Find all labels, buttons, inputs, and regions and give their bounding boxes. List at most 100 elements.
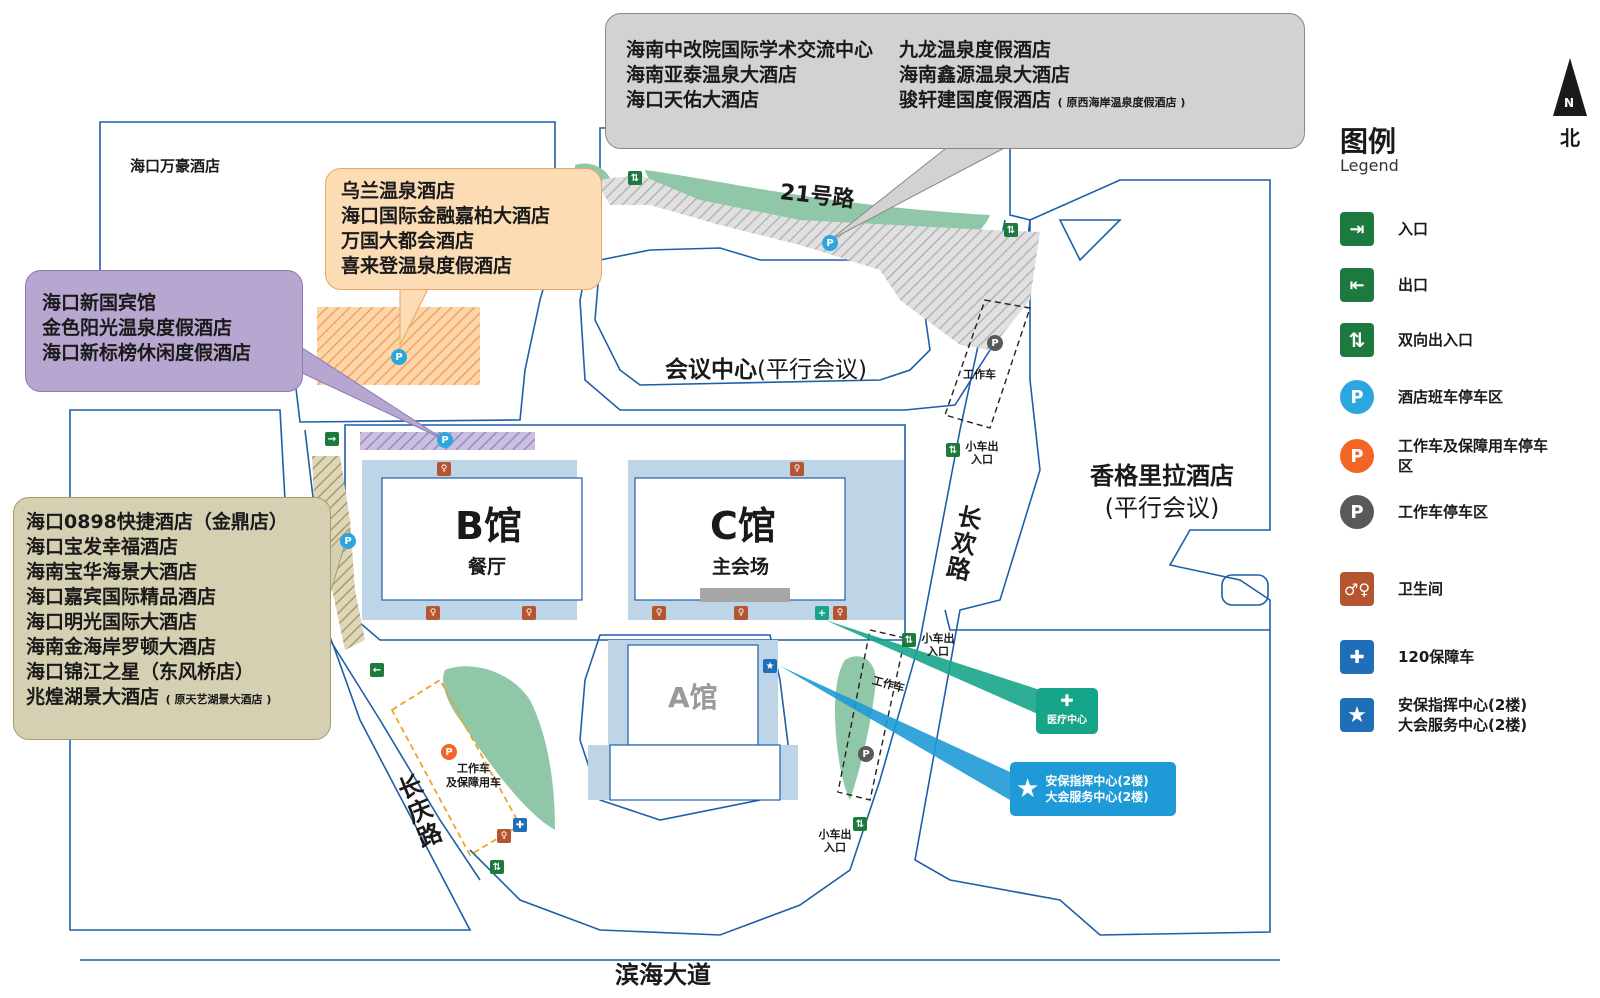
work-car-zones bbox=[837, 299, 1031, 801]
legend-label-line1: 安保指挥中心(2楼) bbox=[1398, 696, 1528, 714]
shuttle-parking-pin-north[interactable]: P bbox=[822, 235, 838, 251]
work-support-line1: 工作车 bbox=[457, 762, 490, 775]
hotel-name: 喜来登温泉度假酒店 bbox=[341, 255, 513, 277]
two-way-icon: ⇅ bbox=[946, 443, 960, 457]
block-outlines bbox=[69, 121, 1280, 961]
legend-item-exit: ⇤ 出口 bbox=[1340, 268, 1428, 302]
pin-glyph: P bbox=[445, 746, 453, 758]
north-arrow-icon bbox=[1553, 58, 1587, 116]
legend-glyph: P bbox=[1350, 501, 1364, 523]
hotel-name-with-note: 骏轩建国度假酒店 ( 原西海岸温泉度假酒店 ) bbox=[899, 88, 1185, 115]
hotel-name: 海口新标榜休闲度假酒店 bbox=[42, 342, 252, 364]
work-car-north-label: 工作车 bbox=[963, 368, 996, 381]
restroom-icon: ♀ bbox=[426, 606, 440, 620]
entrance-icon: → bbox=[325, 432, 339, 446]
small-car-entry-2-text: 小车出入口 bbox=[921, 632, 955, 658]
pin-glyph: P bbox=[344, 535, 352, 547]
work-parking-icon: P bbox=[1340, 495, 1374, 529]
ambulance-icon: ✚ bbox=[1340, 640, 1374, 674]
security-center-label: 安保指挥中心(2楼) bbox=[1045, 774, 1149, 788]
hotel-name: 兆煌湖景大酒店 bbox=[26, 686, 160, 708]
work-support-line2: 及保障用车 bbox=[446, 776, 501, 789]
legend-label: 酒店班车停车区 bbox=[1398, 388, 1504, 406]
pin-glyph: P bbox=[991, 337, 999, 349]
hotel-name: 海口0898快捷酒店（金鼎店） bbox=[26, 511, 288, 533]
hotel-name: 万国大都会酒店 bbox=[341, 230, 475, 252]
medical-center-box[interactable]: ✚ 医疗中心 bbox=[1036, 688, 1098, 734]
orange-hotel-callout: 乌兰温泉酒店 海口国际金融嘉柏大酒店 万国大都会酒店 喜来登温泉度假酒店 bbox=[325, 168, 602, 290]
restroom-icon: ♀ bbox=[652, 606, 666, 620]
halls bbox=[362, 460, 904, 801]
hotel-name: 海口嘉宾国际精品酒店 bbox=[26, 586, 217, 608]
shangrila-label: 香格里拉酒店 (平行会议) bbox=[1090, 460, 1234, 524]
work-parking-pin-east[interactable]: P bbox=[858, 746, 874, 762]
work-parking-pin-north[interactable]: P bbox=[987, 335, 1003, 351]
legend-title: 图例 bbox=[1340, 125, 1397, 158]
restroom-icon: ♀ bbox=[790, 462, 804, 476]
north-arrow-label: 北 bbox=[1560, 126, 1580, 150]
pin-glyph: P bbox=[826, 237, 834, 249]
legend-label: 出口 bbox=[1398, 276, 1429, 294]
star-icon: ★ bbox=[1016, 774, 1040, 804]
hotel-name: 海口新国宾馆 bbox=[42, 292, 157, 314]
hotel-name: 九龙温泉度假酒店 bbox=[899, 39, 1052, 61]
legend-item-security: ★ 安保指挥中心(2楼) 大会服务中心(2楼) bbox=[1340, 695, 1527, 735]
shuttle-parking-pin-orange[interactable]: P bbox=[391, 349, 407, 365]
legend-glyph: P bbox=[1350, 386, 1364, 408]
small-car-entry-2: 小车出入口 bbox=[918, 632, 958, 658]
hotel-name: 骏轩建国度假酒店 bbox=[899, 89, 1052, 111]
shuttle-parking-pin-khaki[interactable]: P bbox=[340, 533, 356, 549]
star-icon: ★ bbox=[763, 659, 777, 673]
hall-c-label: C馆 bbox=[710, 504, 776, 548]
legend-glyph: P bbox=[1350, 445, 1364, 467]
small-car-entry-1-text: 小车出入口 bbox=[965, 440, 999, 466]
hall-b-label: B馆 bbox=[455, 504, 522, 548]
hotel-shuttle-parking-icon: P bbox=[1340, 380, 1374, 414]
service-center-label: 大会服务中心(2楼) bbox=[1045, 790, 1149, 804]
two-way-icon: ⇅ bbox=[628, 171, 642, 185]
conference-center-label: 会议中心(平行会议) bbox=[665, 350, 867, 384]
legend-label: 120保障车 bbox=[1398, 648, 1475, 666]
legend-label-line2: 大会服务中心(2楼) bbox=[1398, 716, 1528, 734]
hotel-name: 海口国际金融嘉柏大酒店 bbox=[341, 205, 551, 227]
north-arrow: N 北 bbox=[1552, 58, 1588, 150]
legend-item-entrance: ⇥ 入口 bbox=[1340, 212, 1428, 246]
hotel-name: 海南中改院国际学术交流中心 bbox=[626, 39, 874, 61]
small-car-entry-3: 小车出入口 bbox=[815, 828, 855, 854]
shuttle-parking-pin-purple[interactable]: P bbox=[437, 432, 453, 448]
road-binhai-label: 滨海大道 bbox=[615, 961, 711, 989]
legend-item-restroom: ♂♀ 卫生间 bbox=[1340, 572, 1443, 606]
shangrila-name: 香格里拉酒店 bbox=[1090, 462, 1234, 490]
hotel-name: 海南鑫源温泉大酒店 bbox=[899, 64, 1071, 86]
medical-cross-icon: ✚ bbox=[1060, 691, 1074, 710]
work-support-parking-icon: P bbox=[1340, 439, 1374, 473]
gray-callout-col1: 海南中改院国际学术交流中心 海南亚泰温泉大酒店 海口天佑大酒店 bbox=[626, 38, 873, 148]
legend-item-ambulance: ✚ 120保障车 bbox=[1340, 640, 1474, 674]
restroom-icon: ♀ bbox=[437, 462, 451, 476]
security-center-box[interactable]: ★ 安保指挥中心(2楼) 大会服务中心(2楼) bbox=[1010, 762, 1176, 816]
two-way-icon: ⇅ bbox=[902, 633, 916, 647]
legend-item-two-way: ⇅ 双向出入口 bbox=[1340, 323, 1473, 357]
work-support-parking-pin[interactable]: P bbox=[441, 744, 457, 760]
shangrila-note: (平行会议) bbox=[1104, 494, 1220, 522]
restroom-icon: ♀ bbox=[734, 606, 748, 620]
restroom-icon: ♀ bbox=[497, 829, 511, 843]
two-way-icon: ⇅ bbox=[1340, 323, 1374, 357]
legend-item-shuttle-parking: P 酒店班车停车区 bbox=[1340, 380, 1503, 414]
hotel-name: 海口天佑大酒店 bbox=[626, 89, 760, 111]
ambulance-icon: ✚ bbox=[513, 818, 527, 832]
khaki-hotel-callout: 海口0898快捷酒店（金鼎店） 海口宝发幸福酒店 海南宝华海景大酒店 海口嘉宾国… bbox=[13, 497, 331, 740]
hotel-name: 金色阳光温泉度假酒店 bbox=[42, 317, 233, 339]
gray-callout-col2: 九龙温泉度假酒店 海南鑫源温泉大酒店 骏轩建国度假酒店 ( 原西海岸温泉度假酒店… bbox=[899, 38, 1185, 148]
small-car-entry-1: 小车出入口 bbox=[962, 440, 1002, 466]
conference-center-note: (平行会议) bbox=[757, 357, 867, 383]
restroom-icon: ♂♀ bbox=[1340, 572, 1374, 606]
legend-label: 卫生间 bbox=[1398, 580, 1444, 598]
pin-glyph: P bbox=[395, 351, 403, 363]
two-way-icon: ⇅ bbox=[1004, 223, 1018, 237]
purple-hotel-callout: 海口新国宾馆 金色阳光温泉度假酒店 海口新标榜休闲度假酒店 bbox=[25, 270, 303, 392]
pin-glyph: P bbox=[441, 434, 449, 446]
exit-icon: ⇤ bbox=[1340, 268, 1374, 302]
two-way-icon: ⇅ bbox=[853, 817, 867, 831]
hall-c-sub: 主会场 bbox=[712, 556, 770, 578]
